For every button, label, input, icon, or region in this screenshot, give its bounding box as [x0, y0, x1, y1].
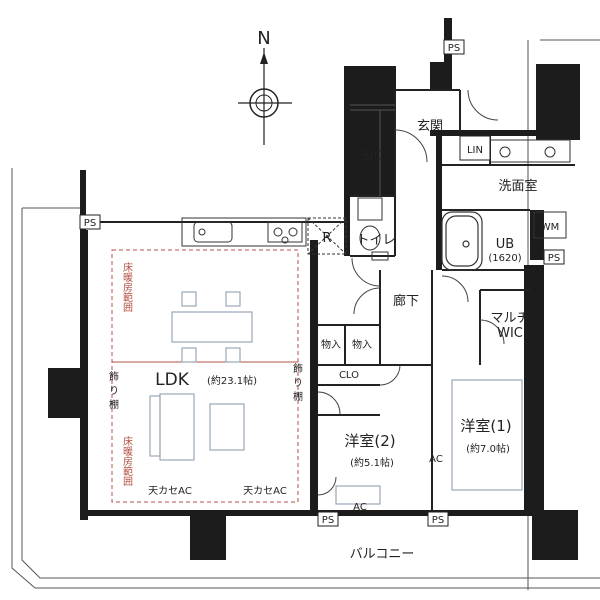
toilet-fixture — [357, 197, 389, 261]
ps-label-5: PS — [432, 515, 444, 526]
ps-label-4: PS — [322, 515, 334, 526]
washroom-label: 洗面室 — [498, 178, 537, 194]
sic-label: SIC — [361, 149, 382, 164]
door-swings — [317, 89, 505, 496]
ps-label-1: PS — [84, 218, 96, 229]
living-set — [149, 393, 245, 461]
ldk-area-label: (約23.1帖) — [207, 374, 257, 387]
beds — [335, 379, 523, 505]
toilet-label: トイレ — [356, 233, 395, 248]
multi-label: マルチ — [490, 311, 529, 326]
kitchen-counter — [181, 217, 307, 247]
bathtub — [441, 211, 483, 271]
ub-label: UB — [496, 237, 514, 252]
ps-label-3: PS — [548, 253, 560, 264]
deco-shelf-left-1: 飾 — [109, 370, 119, 383]
wm-label: WM — [541, 222, 560, 233]
storage-label-2: 物入 — [352, 338, 372, 351]
storage-label-1: 物入 — [321, 338, 341, 351]
ceiling-ac-label-2: 天カセAC — [243, 485, 287, 497]
lin-label: LIN — [467, 145, 483, 156]
western1-area-label: (約7.0帖) — [466, 442, 510, 455]
linen-closet — [459, 135, 491, 161]
labels: PS PS PS PS PS 玄関 SIC LIN 洗面室 トイレ R UB (… — [84, 43, 560, 562]
ceiling-ac-label-1: 天カセAC — [148, 485, 192, 497]
deco-shelf-left-2: り — [109, 385, 119, 397]
western1-label: 洋室(1) — [460, 417, 511, 435]
dining-set — [171, 291, 253, 363]
balcony-label: バルコニー — [350, 547, 415, 562]
deco-shelf-left-3: 棚 — [109, 398, 119, 411]
deco-shelf-right-2: り — [293, 377, 303, 389]
ps-boxes — [79, 39, 565, 527]
wash-basins — [489, 139, 571, 163]
deco-shelf-right-3: 棚 — [293, 390, 303, 403]
western2-area-label: (約5.1帖) — [350, 456, 394, 469]
ps-label-2: PS — [448, 43, 460, 54]
ub-size-label: (1620) — [488, 253, 521, 264]
western2-label: 洋室(2) — [344, 432, 395, 450]
washing-machine — [533, 211, 567, 239]
partitions — [86, 89, 575, 510]
north-label: N — [257, 28, 270, 49]
deco-shelf-right-1: 飾 — [293, 362, 303, 375]
entrance-label: 玄関 — [417, 119, 443, 134]
refrigerator — [307, 217, 347, 255]
compass: N — [238, 28, 292, 145]
ldk-label: LDK — [155, 370, 190, 390]
floor-heating-label-2: 床暖房範囲 — [121, 435, 133, 487]
sic-shelves — [350, 104, 395, 196]
floor-heating-zones — [111, 249, 299, 503]
western2-ac-label: AC — [353, 502, 367, 513]
wic-label: WIC — [497, 326, 523, 341]
western1-ac-label: AC — [429, 454, 443, 465]
r-label: R — [322, 231, 331, 246]
corridor-label: 廊下 — [393, 293, 419, 309]
clo-label: CLO — [339, 370, 359, 381]
floor-heating-label-1: 床暖房範囲 — [121, 261, 133, 313]
